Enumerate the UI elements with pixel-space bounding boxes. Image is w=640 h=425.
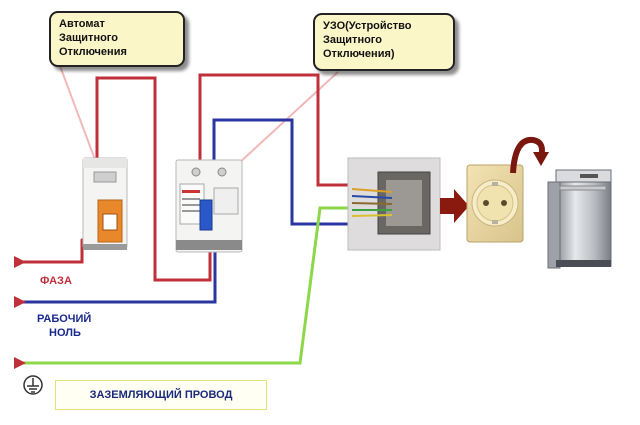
neutral-arrow-icon [14, 296, 26, 308]
rcd-callout-line-3: Отключения) [323, 48, 395, 60]
socket-icon [466, 164, 524, 243]
breaker-callout-pointer [59, 65, 98, 166]
dishwasher-icon [547, 169, 612, 269]
phase-label-text: ФАЗА [40, 275, 72, 287]
rotate-arrow-icon [510, 136, 549, 174]
ground-arrow-icon [14, 357, 26, 369]
breaker-callout-line-3: Отключения [59, 46, 127, 58]
phase-arrow-icon [14, 256, 26, 268]
neutral-label-line-1: РАБОЧИЙ [37, 313, 92, 325]
rcd-callout-line-1: УЗО(Устройство [323, 20, 412, 32]
rcd-callout-line-2: Защитного [323, 34, 382, 46]
circuit-breaker-icon [82, 157, 128, 250]
ground-wire-label: ЗАЗЕМЛЯЮЩИЙ ПРОВОД [55, 380, 267, 410]
rcd-callout-pointer [237, 71, 339, 165]
ground-symbol-icon [23, 375, 43, 395]
ground-wire [20, 206, 370, 365]
breaker-callout-line-1: Автомат [59, 18, 105, 30]
junction-box-icon [347, 157, 441, 251]
arrow-right-icon [440, 189, 469, 223]
rcd-callout: УЗО(Устройство Защитного Отключения) [313, 13, 455, 71]
phase-label: ФАЗА [40, 274, 72, 288]
neutral-label: РАБОЧИЙ НОЛЬ [37, 312, 91, 340]
breaker-callout: Автомат Защитного Отключения [49, 11, 185, 67]
breaker-callout-line-2: Защитного [59, 32, 118, 44]
phase-wire [20, 73, 370, 282]
rcd-icon [175, 159, 243, 253]
neutral-label-line-2: НОЛЬ [49, 327, 81, 339]
ground-wire-label-text: ЗАЗЕМЛЯЮЩИЙ ПРОВОД [89, 389, 233, 401]
